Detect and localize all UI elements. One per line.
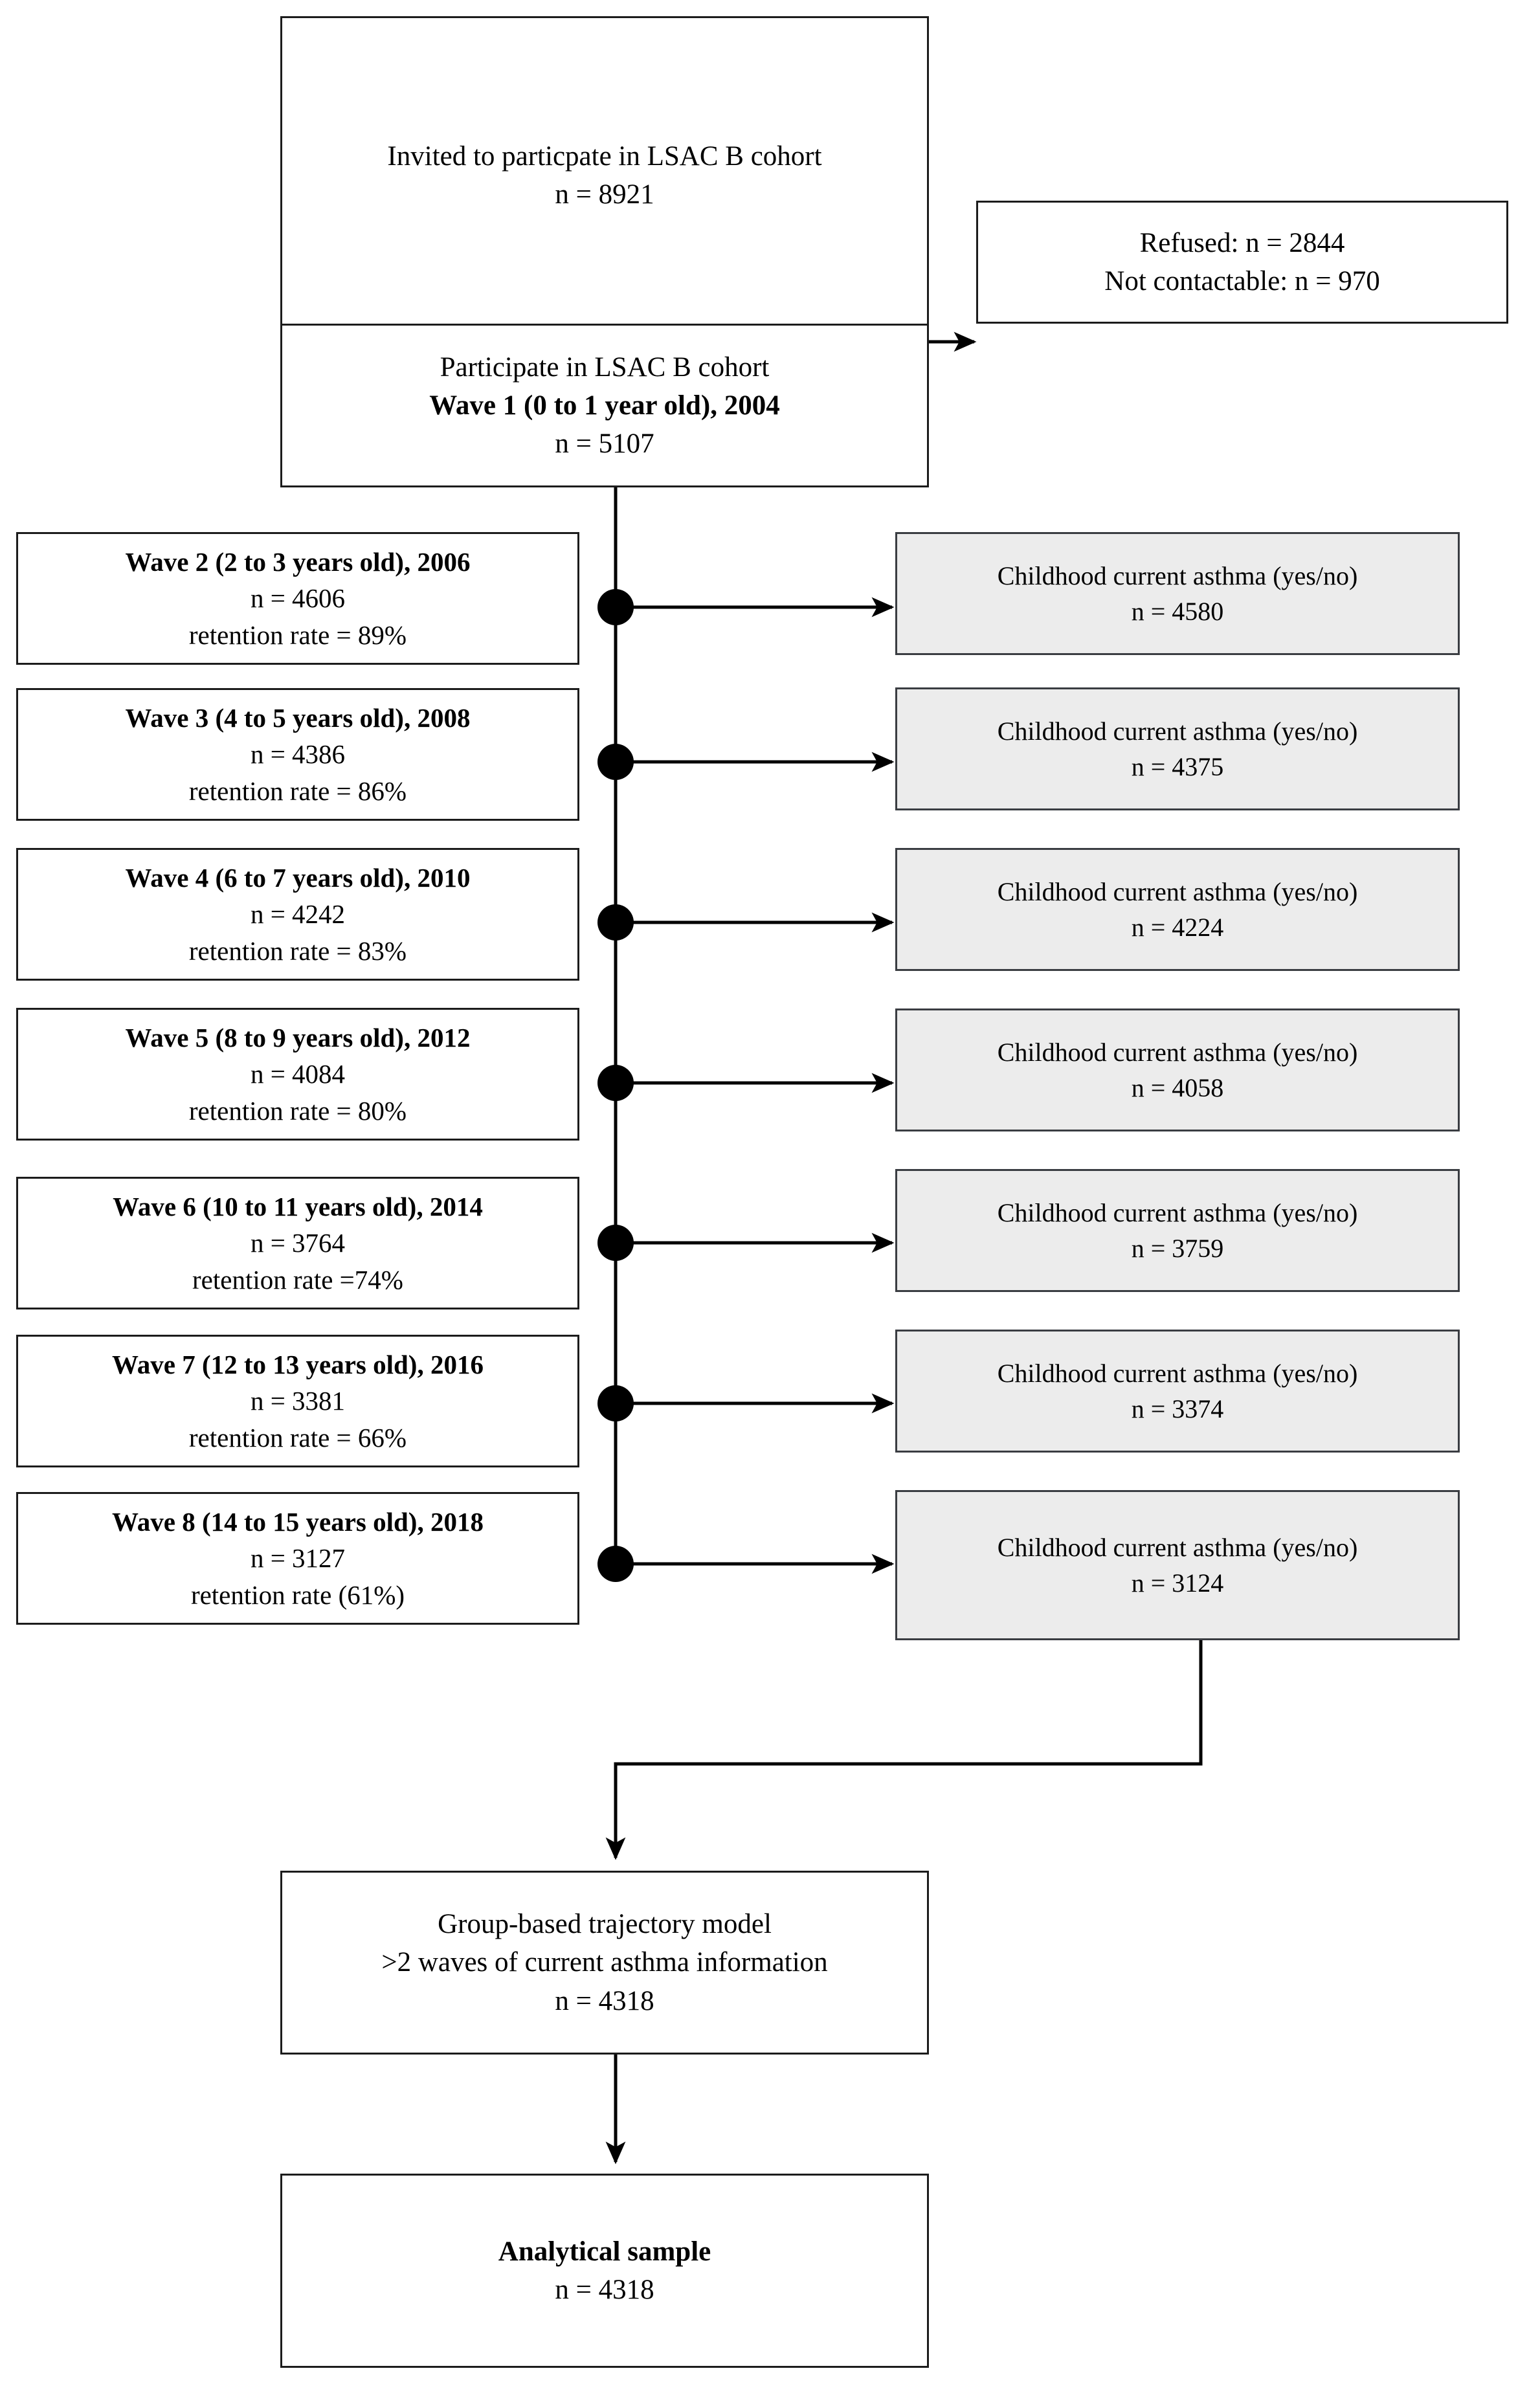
outcome-box-wave-5: Childhood current asthma (yes/no) n = 40…: [895, 1008, 1460, 1131]
wave-box-wave-3: Wave 3 (4 to 5 years old), 2008 n = 4386…: [16, 688, 579, 821]
wave-title: Wave 5 (8 to 9 years old), 2012: [125, 1022, 471, 1053]
wave-retention: retention rate = 66%: [188, 1422, 407, 1453]
junction-dot-wave-5: [597, 1065, 634, 1101]
wave-box-wave-6: Wave 6 (10 to 11 years old), 2014 n = 37…: [16, 1177, 579, 1309]
outcome-box-wave-6: Childhood current asthma (yes/no) n = 37…: [895, 1169, 1460, 1292]
invited-box-line-1: Invited to particpate in LSAC B cohort: [387, 140, 822, 172]
outcome-box-wave-8: Childhood current asthma (yes/no) n = 31…: [895, 1490, 1460, 1640]
invited-box: Invited to particpate in LSAC B cohort n…: [280, 16, 929, 335]
wave-retention: retention rate (61%): [190, 1579, 405, 1610]
outcome-box-wave-7: Childhood current asthma (yes/no) n = 33…: [895, 1330, 1460, 1453]
analytical-sample-box: Analytical sample n = 4318: [280, 2174, 929, 2368]
outcome-n: n = 3759: [1131, 1234, 1224, 1263]
participate-wave1-box: Participate in LSAC B cohort Wave 1 (0 t…: [280, 324, 929, 487]
wave-box-wave-5: Wave 5 (8 to 9 years old), 2012 n = 4084…: [16, 1008, 579, 1141]
outcome-label: Childhood current asthma (yes/no): [997, 1037, 1358, 1067]
junction-dot-wave-3: [597, 744, 634, 780]
wave-box-wave-8: Wave 8 (14 to 15 years old), 2018 n = 31…: [16, 1492, 579, 1625]
model-line-1: Group-based trajectory model: [438, 1909, 772, 1939]
outcome-box-wave-2: Childhood current asthma (yes/no) n = 45…: [895, 532, 1460, 655]
outcome-label: Childhood current asthma (yes/no): [997, 1532, 1358, 1562]
wave-title: Wave 3 (4 to 5 years old), 2008: [125, 702, 471, 733]
wave1-box-line-2: Wave 1 (0 to 1 year old), 2004: [429, 390, 780, 421]
outcome-n: n = 3124: [1131, 1568, 1224, 1598]
wave-title: Wave 2 (2 to 3 years old), 2006: [125, 546, 471, 577]
model-line-2: >2 waves of current asthma information: [381, 1947, 828, 1978]
trajectory-model-box: Group-based trajectory model >2 waves of…: [280, 1871, 929, 2055]
outcome-label: Childhood current asthma (yes/no): [997, 876, 1358, 906]
wave-n: n = 4606: [250, 583, 346, 614]
wave-n: n = 4084: [250, 1059, 346, 1089]
wave-title: Wave 6 (10 to 11 years old), 2014: [113, 1191, 483, 1221]
wave1-box-line-3: n = 5107: [555, 429, 654, 460]
junction-dot-wave-4: [597, 904, 634, 941]
wave-n: n = 3127: [250, 1543, 346, 1574]
outcome-n: n = 3374: [1131, 1394, 1224, 1423]
wave-box-wave-2: Wave 2 (2 to 3 years old), 2006 n = 4606…: [16, 532, 579, 665]
outcome-box-wave-4: Childhood current asthma (yes/no) n = 42…: [895, 848, 1460, 971]
wave-retention: retention rate = 83%: [188, 935, 407, 966]
outcome-label: Childhood current asthma (yes/no): [997, 716, 1358, 746]
wave-n: n = 4386: [250, 739, 346, 770]
junction-dot-wave-2: [597, 589, 634, 625]
final-line-1: Analytical sample: [498, 2236, 711, 2267]
excluded-box-line-1: Refused: n = 2844: [1139, 227, 1345, 258]
wave-n: n = 3381: [250, 1386, 346, 1416]
outcome-box-wave-3: Childhood current asthma (yes/no) n = 43…: [895, 687, 1460, 810]
outcome-label: Childhood current asthma (yes/no): [997, 1358, 1358, 1388]
outcome-n: n = 4058: [1131, 1073, 1224, 1102]
outcome-label: Childhood current asthma (yes/no): [997, 1198, 1358, 1227]
outcome-n: n = 4580: [1131, 597, 1224, 626]
wave-n: n = 3764: [250, 1228, 346, 1258]
wave-retention: retention rate = 86%: [188, 775, 407, 806]
junction-dot-wave-7: [597, 1385, 634, 1421]
outcome-n: n = 4375: [1131, 752, 1224, 781]
wave-box-wave-7: Wave 7 (12 to 13 years old), 2016 n = 33…: [16, 1335, 579, 1467]
junction-dot-wave-8: [597, 1546, 634, 1582]
invited-box-line-2: n = 8921: [555, 179, 654, 210]
outcome-n: n = 4224: [1131, 913, 1224, 942]
junction-dot-wave-6: [597, 1225, 634, 1261]
wave-title: Wave 8 (14 to 15 years old), 2018: [112, 1506, 484, 1537]
wave-retention: retention rate = 80%: [188, 1095, 407, 1126]
excluded-box-line-2: Not contactable: n = 970: [1104, 266, 1380, 296]
excluded-box: Refused: n = 2844 Not contactable: n = 9…: [976, 201, 1508, 324]
wave-n: n = 4242: [250, 899, 346, 930]
connector-outcome-to-model: [605, 1640, 1203, 1860]
wave-retention: retention rate = 89%: [188, 619, 407, 650]
wave-title: Wave 4 (6 to 7 years old), 2010: [125, 862, 471, 893]
wave-box-wave-4: Wave 4 (6 to 7 years old), 2010 n = 4242…: [16, 848, 579, 981]
outcome-label: Childhood current asthma (yes/no): [997, 561, 1358, 590]
model-line-3: n = 4318: [555, 1985, 654, 2016]
final-line-2: n = 4318: [555, 2275, 654, 2305]
wave1-box-line-1: Participate in LSAC B cohort: [440, 351, 770, 383]
wave-retention: retention rate =74%: [192, 1264, 403, 1295]
wave-title: Wave 7 (12 to 13 years old), 2016: [112, 1349, 484, 1379]
